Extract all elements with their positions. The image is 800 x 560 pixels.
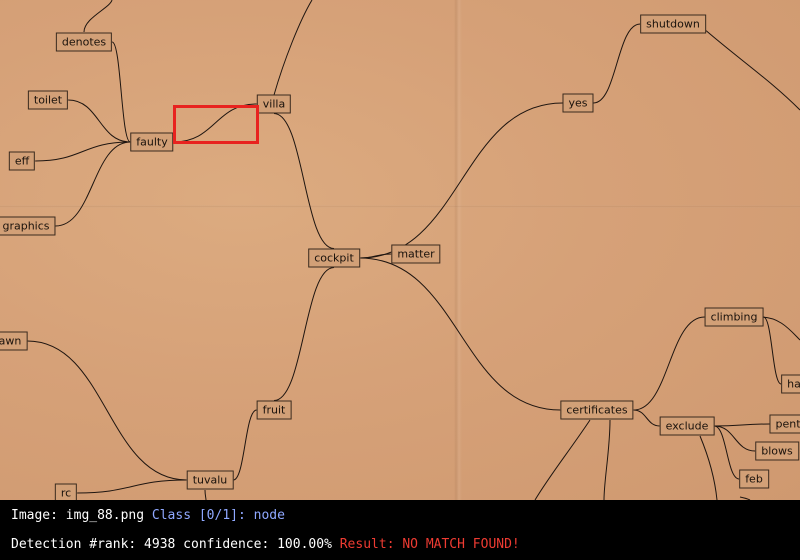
edge-awn-tuvalu bbox=[27, 340, 187, 481]
edge-climbing-offscreen-right bbox=[759, 316, 800, 341]
edge-cockpit-offscreen bbox=[603, 419, 611, 500]
node-toilet[interactable]: toilet bbox=[27, 90, 69, 110]
diagram-canvas: denotes toilet faulty eff graphics villa… bbox=[0, 0, 800, 500]
edge-yes-shutdown bbox=[593, 23, 641, 104]
edge-villa-offscreen bbox=[273, 0, 313, 96]
edge-denotes-faulty bbox=[111, 41, 131, 143]
status-line-detection: Detection #rank: 4938 confidence: 100.00… bbox=[11, 537, 520, 552]
edge-villa-cockpit bbox=[273, 113, 335, 249]
edge-exclude-offscreen bbox=[699, 435, 718, 500]
edge-cockpit-fruit bbox=[273, 267, 335, 401]
edge-cockpit-certificates bbox=[359, 257, 561, 411]
node-villa[interactable]: villa bbox=[256, 94, 292, 114]
node-tuvalu[interactable]: tuvalu bbox=[186, 470, 234, 490]
edge-denotes-offscreen bbox=[83, 0, 113, 33]
node-yes[interactable]: yes bbox=[562, 93, 594, 113]
node-certificates[interactable]: certificates bbox=[560, 400, 634, 420]
node-eff[interactable]: eff bbox=[8, 151, 36, 171]
edge-toilet-faulty bbox=[68, 99, 131, 143]
edge-exclude-pent bbox=[714, 423, 770, 427]
node-denotes[interactable]: denotes bbox=[55, 32, 113, 52]
edge-climbing-ha bbox=[762, 316, 782, 385]
node-feb[interactable]: feb bbox=[739, 469, 769, 489]
edge-feb-offscreen bbox=[739, 496, 751, 500]
detection-label: Detection #rank: 4938 confidence: 100.00… bbox=[11, 537, 332, 552]
result-label: Result: NO MATCH FOUND! bbox=[339, 537, 520, 552]
edge-exclude-feb bbox=[714, 425, 740, 480]
edge-cockpit-yes bbox=[359, 102, 563, 259]
edge-certificates-offscreen bbox=[534, 419, 591, 500]
edge-certificates-climbing bbox=[633, 316, 705, 411]
class-label: Class [0/1]: node bbox=[151, 508, 285, 523]
node-matter[interactable]: matter bbox=[391, 244, 441, 264]
status-bar: Image: img_88.png Class [0/1]: node Dete… bbox=[0, 500, 800, 560]
node-blows[interactable]: blows bbox=[755, 441, 799, 461]
edge-eff-faulty bbox=[35, 141, 131, 162]
node-faulty[interactable]: faulty bbox=[130, 132, 174, 152]
edge-rc-tuvalu bbox=[77, 479, 187, 494]
edge-certificates-exclude bbox=[633, 409, 660, 427]
node-awn[interactable]: awn bbox=[0, 331, 28, 351]
detection-highlight-box bbox=[173, 105, 259, 144]
node-rc[interactable]: rc bbox=[54, 483, 78, 500]
status-line-image: Image: img_88.png Class [0/1]: node bbox=[11, 508, 285, 523]
node-graphics[interactable]: graphics bbox=[0, 216, 56, 236]
node-shutdown[interactable]: shutdown bbox=[640, 14, 706, 34]
edge-shutdown-offscreen-right bbox=[702, 27, 800, 111]
paper-fold bbox=[0, 205, 800, 208]
edge-graphics-faulty bbox=[55, 141, 131, 227]
edge-tuvalu-offscreen bbox=[204, 489, 207, 500]
node-ha[interactable]: ha bbox=[781, 374, 800, 394]
edge-fruit-tuvalu bbox=[233, 409, 257, 481]
image-label: Image: img_88.png bbox=[11, 508, 145, 523]
node-fruit[interactable]: fruit bbox=[256, 400, 292, 420]
edge-exclude-blows bbox=[714, 425, 756, 452]
node-exclude[interactable]: exclude bbox=[659, 416, 715, 436]
node-cockpit[interactable]: cockpit bbox=[308, 248, 360, 268]
node-climbing[interactable]: climbing bbox=[704, 307, 764, 327]
node-pent[interactable]: pent bbox=[769, 414, 800, 434]
